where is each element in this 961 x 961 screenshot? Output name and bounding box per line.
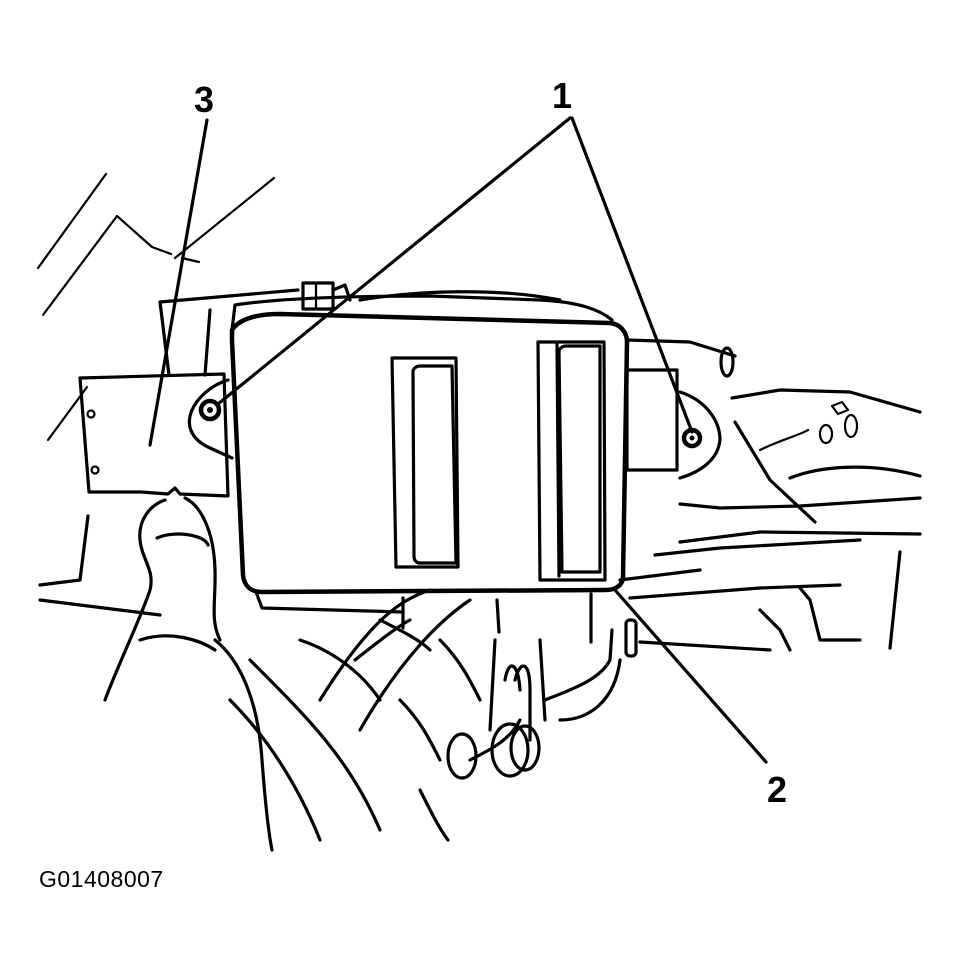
hands <box>38 496 622 852</box>
leader-line-1b <box>570 116 694 434</box>
leader-line-2 <box>613 588 768 764</box>
mounting-bracket <box>78 288 300 498</box>
module-housing <box>229 294 630 644</box>
callout-3: 3 <box>194 79 215 120</box>
right-side-parts <box>618 338 922 658</box>
callout-2: 2 <box>767 769 788 810</box>
callout-1: 1 <box>552 75 573 116</box>
leader-line-3 <box>148 118 209 447</box>
figure-id: G01408007 <box>39 866 164 892</box>
leader-lines <box>148 116 768 764</box>
background-structure <box>36 172 276 442</box>
leader-line-1a <box>216 116 572 406</box>
